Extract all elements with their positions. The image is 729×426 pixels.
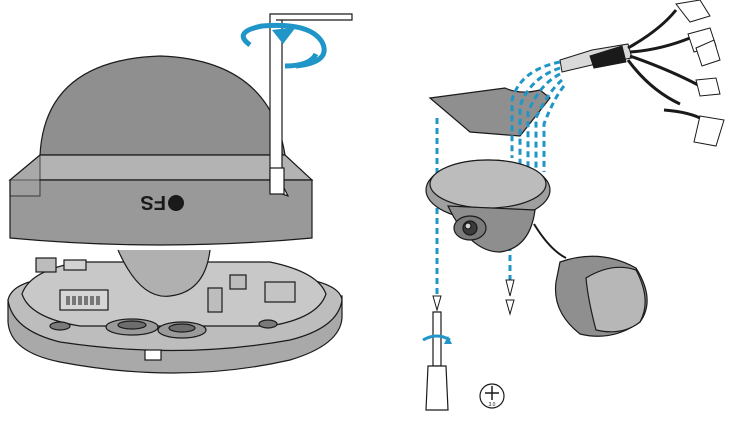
camera-body-open [425,159,551,253]
rj45-connector-top [675,0,711,23]
right-panel-install-exploded: 3.0 [422,0,725,411]
mounting-disc [428,87,551,137]
mounting-base [7,249,343,374]
mounting-screws [432,279,515,316]
power-connector [687,27,721,67]
svg-text:FS: FS [140,191,166,213]
left-panel-camera-assembly: FS [7,13,353,374]
screwdriver-size-label: 3.0 [489,402,496,408]
cable-harness [559,0,725,147]
dome-cover [533,223,648,337]
camera-housing [8,153,314,246]
phillips-screwdriver-icon [422,311,452,411]
dc-connector [695,77,721,97]
phillips-size-icon: 3.0 [479,383,505,409]
rj45-connector-bottom [693,115,725,147]
camera-dome [39,55,286,156]
rotate-arrows-icon [240,22,327,69]
brand-logo: FS [140,191,184,213]
